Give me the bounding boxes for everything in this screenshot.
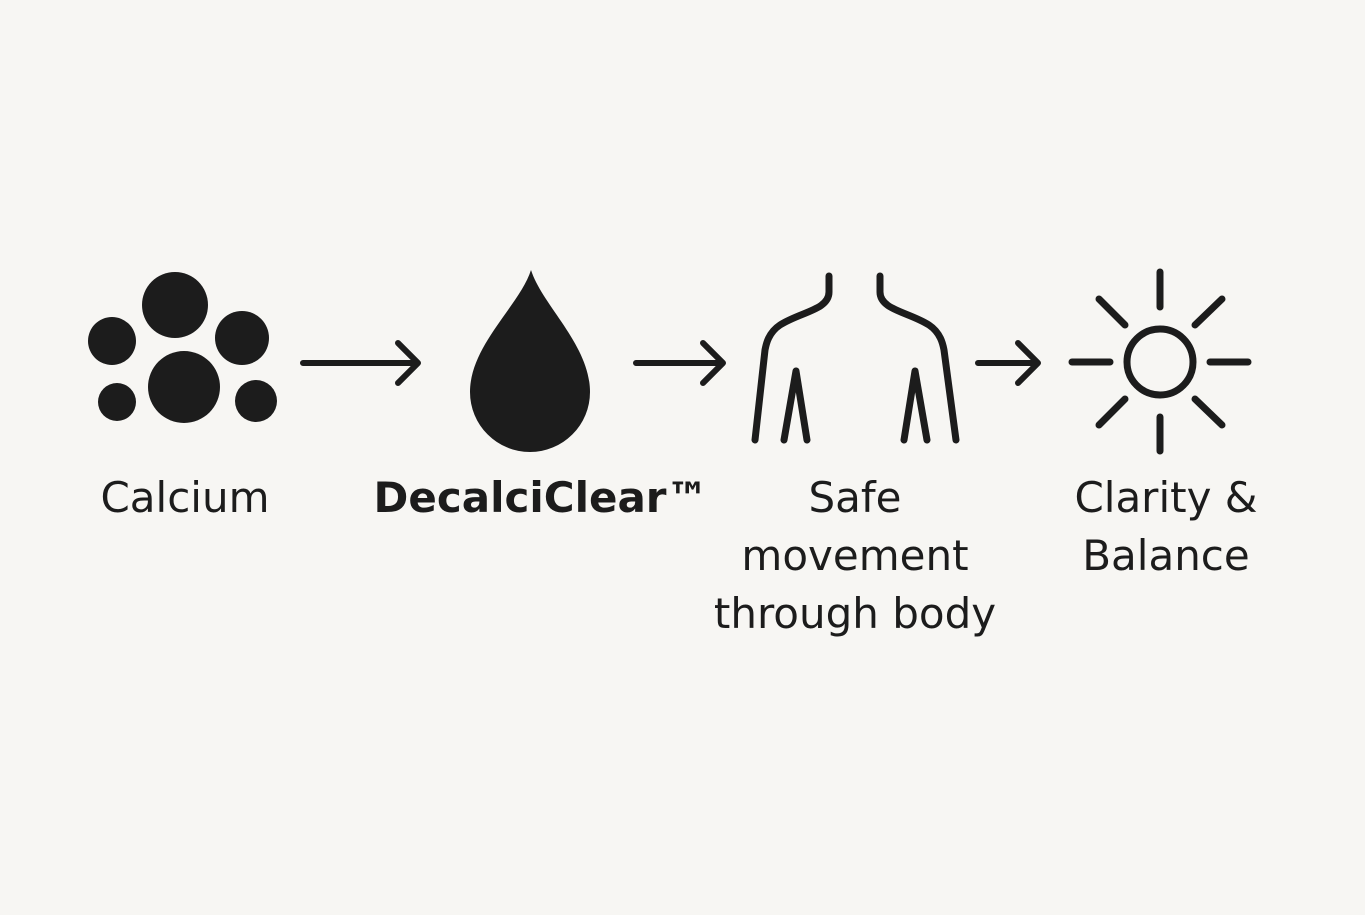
body-silhouette-icon [751,272,960,444]
step-label-decalciclear: DecalciClear™ [373,473,709,522]
label-line: Balance [1082,531,1250,580]
arrow-right-icon [633,340,726,386]
step-label-calcium: Calcium [100,473,270,522]
label-line: through body [713,589,997,638]
label-line: movement [741,531,969,580]
label-line: Clarity & [1074,473,1258,522]
label-line: Safe [808,473,902,522]
arrow-right-icon [300,340,421,386]
sun-icon [1068,268,1252,455]
arrow-right-icon [975,340,1041,386]
step-label-clarity-balance: Clarity & Balance [1074,469,1257,585]
droplet-icon [470,270,590,452]
calcium-particles-icon [88,272,277,423]
step-label-safe-movement: Safe movement through body [714,469,996,643]
